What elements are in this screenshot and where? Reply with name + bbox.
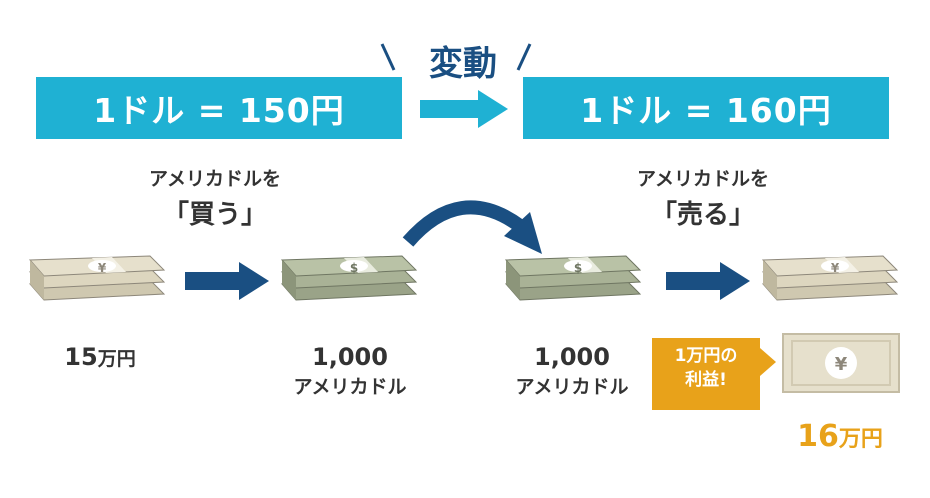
yen-start-amount: 15万円 bbox=[30, 342, 170, 374]
usd-mid1-num: 1,000 bbox=[312, 343, 388, 371]
yen-symbol-2: ¥ bbox=[831, 261, 840, 275]
dollar-bill-stack-icon: $ bbox=[280, 255, 418, 301]
yen-end-num: 16 bbox=[797, 419, 839, 454]
dollar-symbol-2: $ bbox=[574, 261, 582, 275]
dollar-bill-stack-icon: $ bbox=[504, 255, 642, 301]
rate-arrow-icon bbox=[420, 90, 508, 128]
profit-callout: 1万円の 利益! bbox=[652, 338, 760, 410]
sell-caption: アメリカドルを bbox=[636, 168, 770, 190]
buy-quote: 「買う」 bbox=[162, 200, 267, 230]
rate-after-text: 1ドル = 160円 bbox=[580, 91, 832, 130]
yen-end-amount: 16万円 bbox=[770, 418, 910, 459]
sell-quote: 「売る」 bbox=[650, 200, 755, 230]
dollar-symbol-1: $ bbox=[350, 261, 358, 275]
yen-symbol-1: ¥ bbox=[98, 261, 107, 275]
rate-before-box: 1ドル = 150円 bbox=[36, 77, 402, 139]
yen-start-unit: 万円 bbox=[97, 348, 136, 370]
yen-symbol-3: ¥ bbox=[835, 354, 848, 375]
profit-line1: 1万円の bbox=[674, 346, 738, 366]
change-slash-right-icon bbox=[516, 43, 532, 71]
yen-bill-stack-icon: ¥ bbox=[28, 255, 166, 301]
change-label: 変動 bbox=[429, 44, 497, 84]
usd-mid2-amount: 1,000 アメリカドル bbox=[492, 342, 652, 402]
change-slash-left-icon bbox=[380, 43, 396, 71]
buy-arrow-icon bbox=[185, 262, 269, 300]
usd-mid2-num: 1,000 bbox=[534, 343, 610, 371]
profit-line2: 利益! bbox=[685, 370, 727, 390]
buy-caption: アメリカドルを bbox=[148, 168, 282, 190]
rate-before-text: 1ドル = 150円 bbox=[93, 91, 345, 130]
yen-end-unit: 万円 bbox=[838, 427, 883, 452]
callout-pointer-icon bbox=[760, 348, 776, 376]
usd-mid1-amount: 1,000 アメリカドル bbox=[270, 342, 430, 402]
rate-after-box: 1ドル = 160円 bbox=[523, 77, 889, 139]
yen-bill-icon: ¥ bbox=[782, 333, 900, 393]
curved-arrow-icon bbox=[402, 200, 542, 254]
usd-mid1-unit: アメリカドル bbox=[293, 376, 407, 398]
yen-bill-stack-icon: ¥ bbox=[761, 255, 899, 301]
sell-arrow-icon bbox=[666, 262, 750, 300]
usd-mid2-unit: アメリカドル bbox=[515, 376, 629, 398]
yen-start-num: 15 bbox=[64, 343, 98, 371]
